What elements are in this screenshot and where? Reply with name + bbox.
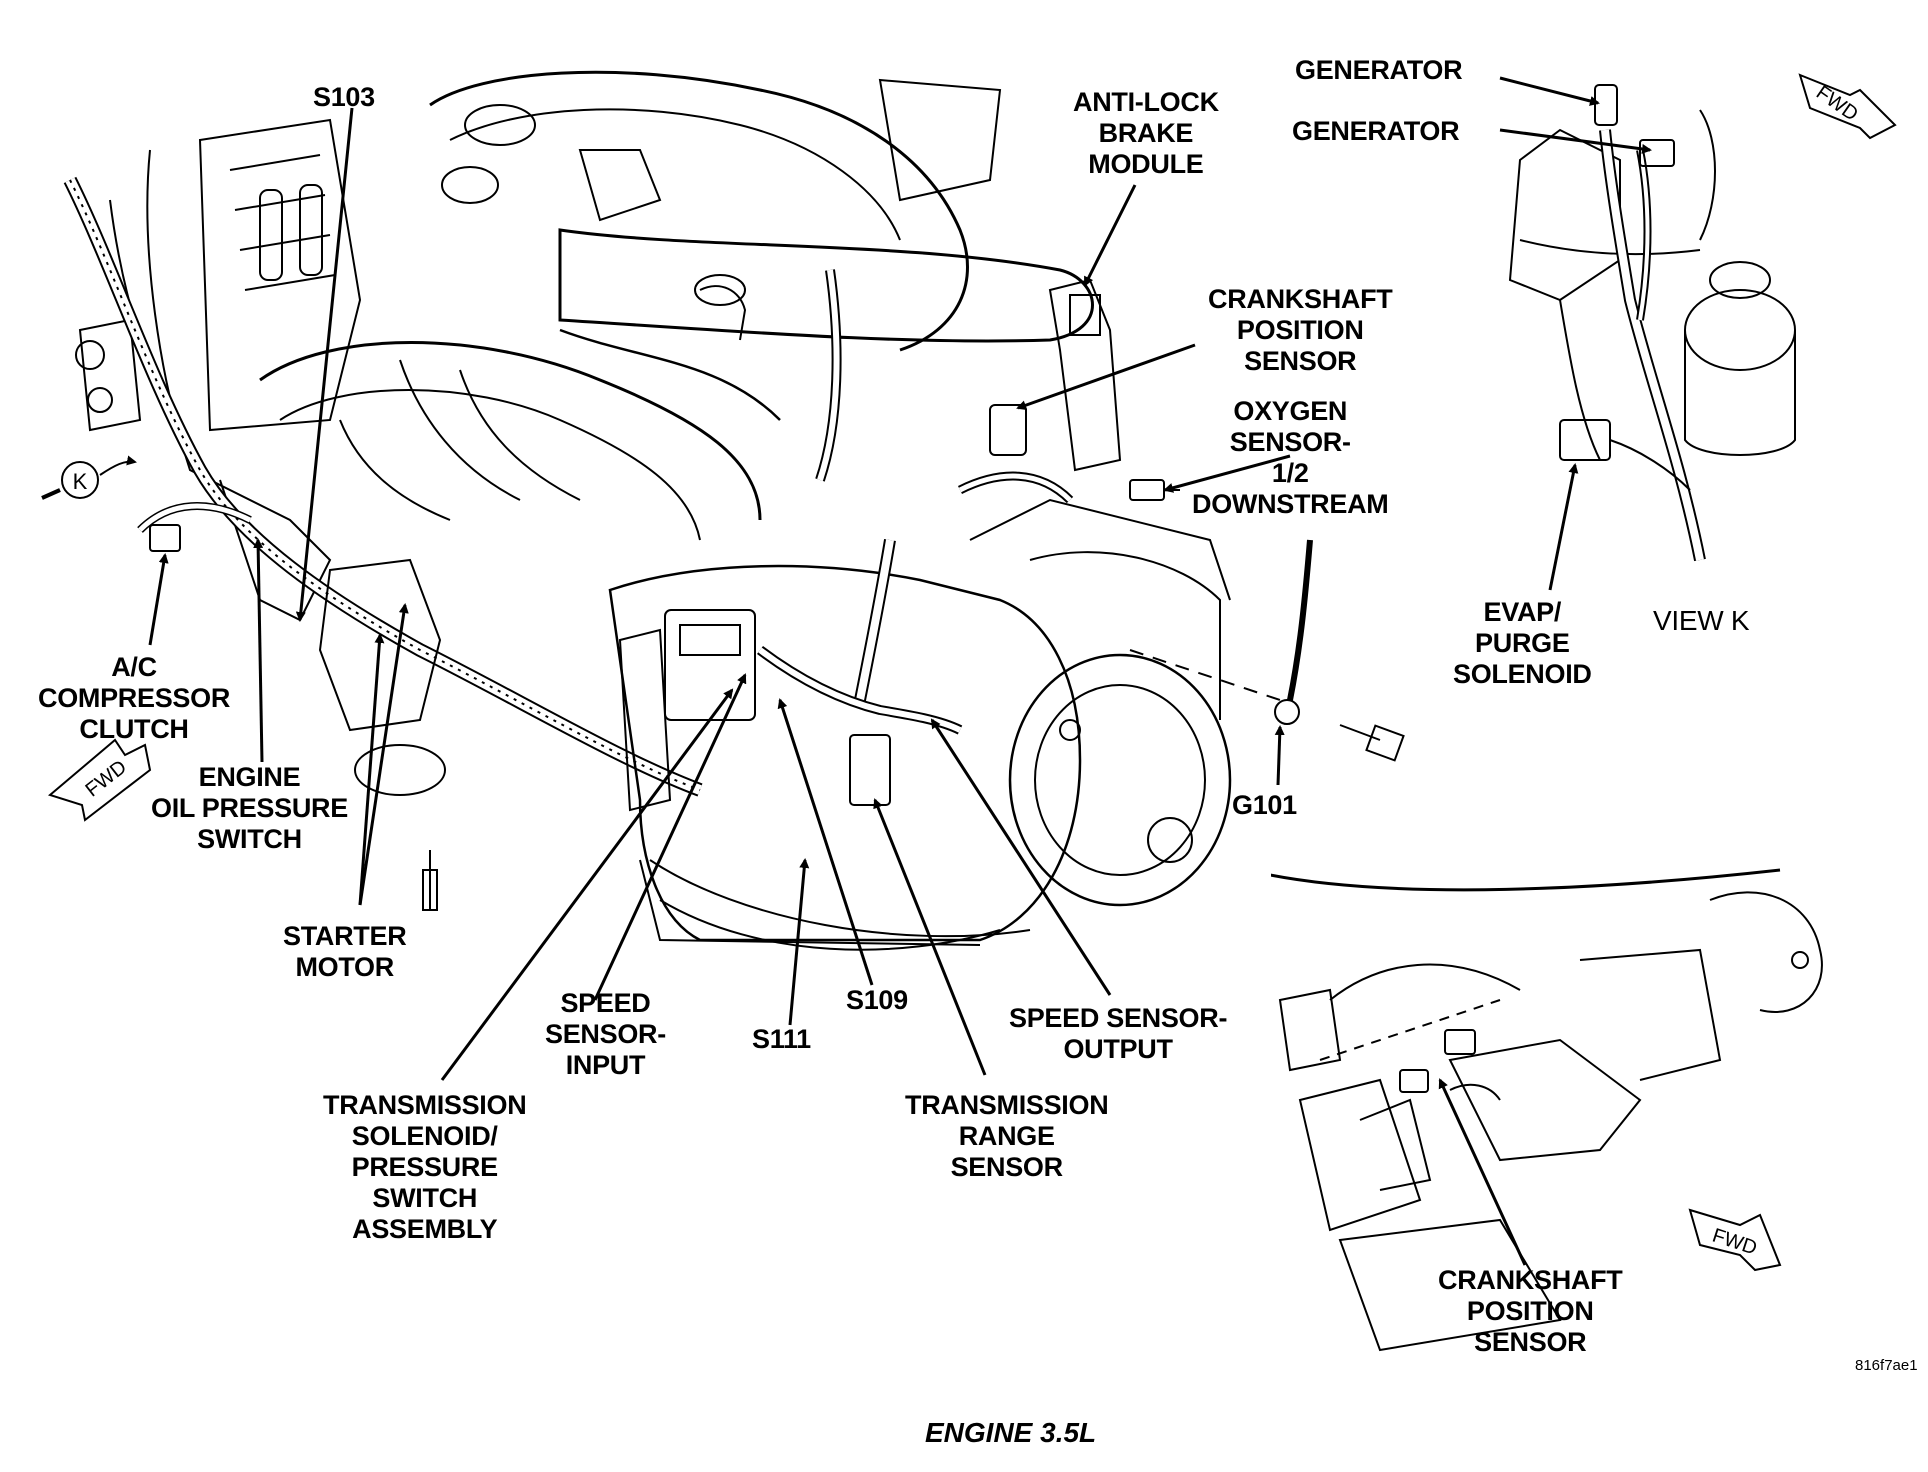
label-speed-sensor-input: SPEED SENSOR- INPUT (545, 988, 666, 1080)
image-id: 816f7ae1 (1855, 1357, 1918, 1374)
label-s103: S103 (313, 82, 375, 112)
label-transmission-solenoid-pressure-switch-assembly: TRANSMISSION SOLENOID/ PRESSURE SWITCH A… (323, 1090, 527, 1244)
label-crankshaft-position-sensor: CRANKSHAFT POSITION SENSOR (1208, 284, 1393, 376)
label-engine-oil-pressure-switch: ENGINE OIL PRESSURE SWITCH (151, 762, 348, 854)
label-evap-purge-solenoid: EVAP/ PURGE SOLENOID (1453, 597, 1592, 689)
view-k-marker: K (41, 455, 137, 500)
label-starter-motor: STARTER MOTOR (283, 921, 407, 982)
view-k-line-art (1498, 73, 1897, 581)
label-oxygen-sensor-downstream: OXYGEN SENSOR- 1/2 DOWNSTREAM (1192, 396, 1389, 519)
engine-line-art (47, 70, 1405, 951)
label-generator-1: GENERATOR (1295, 55, 1463, 85)
view-k-marker-letter: K (73, 469, 88, 494)
label-generator-2: GENERATOR (1292, 116, 1460, 146)
label-view-k: VIEW K (1653, 605, 1750, 636)
label-g101: G101 (1232, 790, 1297, 820)
label-speed-sensor-output: SPEED SENSOR- OUTPUT (1009, 1003, 1228, 1064)
label-anti-lock-brake-module: ANTI-LOCK BRAKE MODULE (1073, 87, 1219, 179)
leader-arrows (148, 76, 1652, 1266)
label-s109: S109 (846, 985, 908, 1015)
label-transmission-range-sensor: TRANSMISSION RANGE SENSOR (905, 1090, 1109, 1182)
label-ac-compressor-clutch: A/C COMPRESSOR CLUTCH (38, 652, 231, 744)
label-crankshaft-position-sensor-inset: CRANKSHAFT POSITION SENSOR (1438, 1265, 1623, 1357)
crank-inset-line-art (1269, 835, 1823, 1361)
label-s111: S111 (752, 1024, 811, 1054)
figure-caption: ENGINE 3.5L (925, 1417, 1097, 1448)
